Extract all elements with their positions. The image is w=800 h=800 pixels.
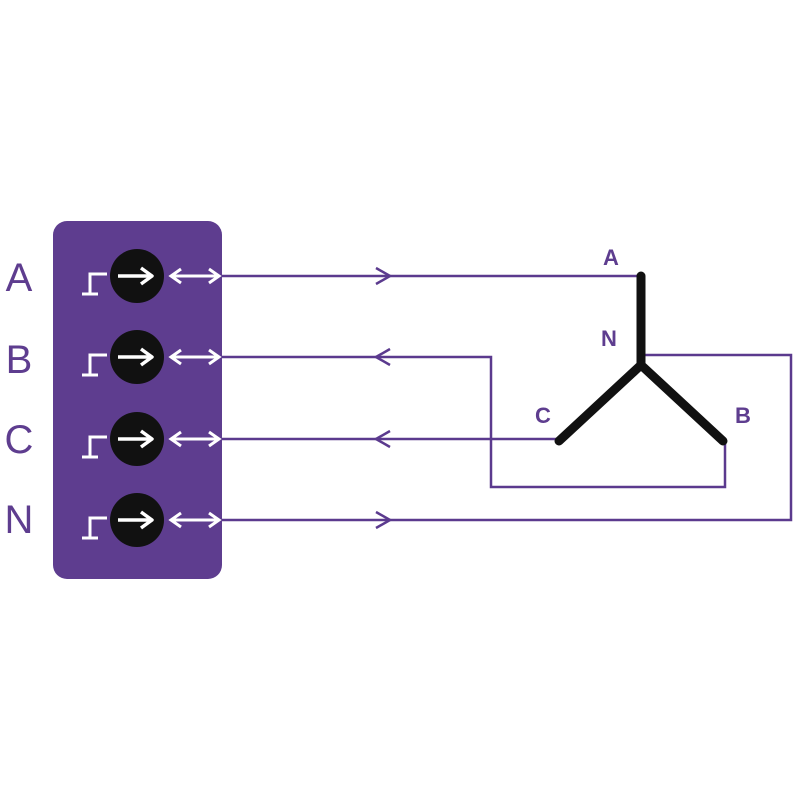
- terminal-c: [82, 412, 222, 466]
- arrow-right-icon: [118, 429, 154, 449]
- row-label-n: N: [4, 498, 34, 542]
- arrow-right-icon: [118, 510, 154, 530]
- double-arrow-icon: [168, 267, 222, 285]
- terminal-a: [82, 249, 222, 303]
- star-label-a: A: [603, 245, 619, 270]
- wire-n: [222, 353, 793, 522]
- arrow-right-icon: [375, 510, 392, 530]
- ground-icon: [82, 272, 107, 296]
- row-label-a: A: [5, 256, 33, 300]
- terminal-b: [82, 330, 222, 384]
- double-arrow-icon: [168, 348, 222, 366]
- ground-icon: [82, 435, 107, 459]
- star-label-n: N: [601, 326, 617, 351]
- arrow-right-icon: [375, 266, 392, 286]
- arrow-right-icon: [118, 347, 154, 367]
- ground-icon: [82, 516, 107, 540]
- ground-icon: [82, 353, 107, 377]
- wire-b: [222, 355, 727, 489]
- star-label-c: C: [535, 403, 551, 428]
- arrow-left-icon: [374, 429, 391, 449]
- row-label-c: C: [4, 418, 34, 462]
- star-label-b: B: [735, 403, 751, 428]
- terminal-n: [82, 493, 222, 547]
- winding-c: [554, 360, 646, 446]
- arrow-left-icon: [374, 347, 391, 367]
- double-arrow-icon: [168, 511, 222, 529]
- winding-b: [636, 360, 728, 446]
- row-label-b: B: [5, 338, 33, 382]
- terminal-block: [53, 221, 222, 579]
- arrow-right-icon: [118, 266, 154, 286]
- double-arrow-icon: [168, 430, 222, 448]
